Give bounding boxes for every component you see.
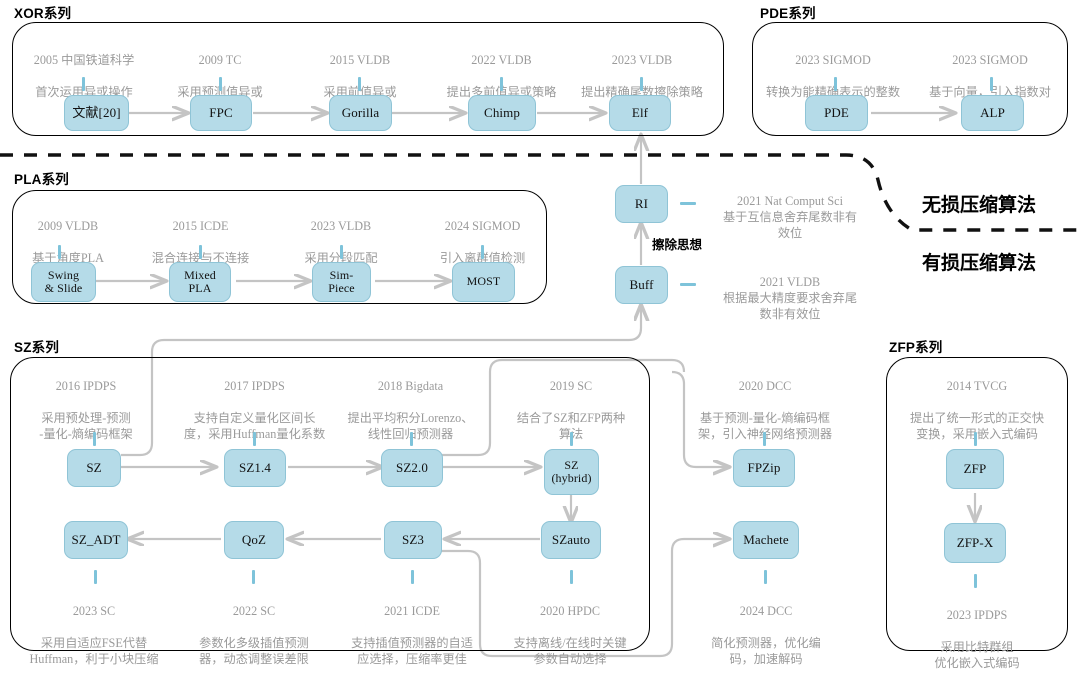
tick-xor-4 [640,77,643,91]
label-erase-idea: 擦除思想 [652,238,703,252]
node-machete[interactable]: Machete [733,521,799,559]
node-pla-2[interactable]: Sim- Piece [312,262,371,302]
tick-sz-bot-4 [764,570,767,584]
group-box-pla [12,190,547,304]
tick-xor-1 [219,77,222,91]
tick-xor-0 [82,77,85,91]
group-title-pde: PDE系列 [760,6,816,21]
node-fpzip[interactable]: FPZip [733,449,795,487]
tick-pde-0 [834,77,837,91]
node-sz3[interactable]: SZ3 [384,521,442,559]
tick-pla-1 [199,245,202,259]
node-xor-2[interactable]: Gorilla [329,95,392,131]
diagram-canvas: XOR系列 2005 中国铁道科学 首次运用异或操作 文献[20] 2009 T… [0,6,1080,670]
tick-sz-top-4 [763,432,766,446]
node-qoz[interactable]: QoZ [224,521,284,559]
caption-pde-1: 2023 SIGMOD 基于向量，引入指数对 [929,53,1051,100]
caption-sz-bot-2: 2021 ICDE 支持插值预测器的自适 应选择，压缩率更佳 [351,604,473,667]
caption-pla-0: 2009 VLDB 基于角度PLA [32,219,104,266]
group-box-pde [752,22,1068,136]
tick-pde-1 [990,77,993,91]
group-box-zfp [886,357,1068,651]
tick-sz-bot-3 [570,570,573,584]
caption-sz-top-0: 2016 IPDPS 采用预处理-预测 -量化-熵编码框架 [39,379,133,442]
node-sz20[interactable]: SZ2.0 [381,449,443,487]
node-szauto[interactable]: SZauto [541,521,601,559]
tick-pla-0 [58,245,61,259]
tick-pla-2 [340,245,343,259]
tick-sz-top-3 [570,432,573,446]
caption-xor-0: 2005 中国铁道科学 首次运用异或操作 [33,53,135,100]
caption-zfp-1: 2023 IPDPS 采用比特群组 优化嵌入式编码 [934,608,1020,671]
caption-ri: 2021 Nat Comput Sci 基于互信息舍弃尾数非有 效位 [722,194,858,241]
caption-sz-bot-1: 2022 SC 参数化多级插值预测 器，动态调整误差限 [199,604,309,667]
tick-xor-3 [500,77,503,91]
node-buff[interactable]: Buff [615,266,668,304]
group-title-pla: PLA系列 [14,172,69,187]
node-pde-0[interactable]: PDE [805,95,868,131]
group-box-xor [12,22,724,136]
caption-pde-0: 2023 SIGMOD 转换为能精确表示的整数 [765,53,901,100]
node-pla-3[interactable]: MOST [452,262,515,302]
tick-sz-top-2 [410,432,413,446]
group-title-sz: SZ系列 [14,340,60,355]
caption-sz-bot-3: 2020 HPDC 支持离线/在线时关键 参数自动选择 [513,604,627,667]
tick-ri [680,202,696,205]
tick-sz-bot-1 [252,570,255,584]
node-sz[interactable]: SZ [67,449,121,487]
caption-sz-bot-4: 2024 DCC 简化预测器，优化编 码，加速解码 [711,604,821,667]
tick-sz-top-1 [253,432,256,446]
node-xor-4[interactable]: Elf [609,95,671,131]
caption-zfp-0: 2014 TVCG 提出了统一形式的正交快 变换，采用嵌入式编码 [909,379,1045,442]
tick-pla-3 [481,245,484,259]
node-sz-hybrid[interactable]: SZ (hybrid) [544,449,599,495]
node-sz-adt[interactable]: SZ_ADT [64,521,128,559]
node-pla-0[interactable]: Swing & Slide [31,262,96,302]
group-title-xor: XOR系列 [14,6,72,21]
tick-zfp-0 [974,432,977,446]
node-sz14[interactable]: SZ1.4 [224,449,286,487]
caption-xor-4: 2023 VLDB 提出精确尾数擦除策略 [581,53,703,100]
node-ri[interactable]: RI [615,185,668,223]
tick-xor-2 [358,77,361,91]
tick-buff [680,283,696,286]
tick-sz-bot-0 [94,570,97,584]
node-xor-1[interactable]: FPC [190,95,252,131]
node-pla-1[interactable]: Mixed PLA [169,262,231,302]
tick-sz-top-0 [93,432,96,446]
tick-sz-bot-2 [411,570,414,584]
label-lossless: 无损压缩算法 [922,195,1037,216]
caption-sz-top-3: 2019 SC 结合了SZ和ZFP两种 算法 [516,379,626,441]
tick-zfp-1 [974,574,977,588]
node-pde-1[interactable]: ALP [961,95,1024,131]
caption-buff: 2021 VLDB 根据最大精度要求舍弃尾 数非有效位 [722,275,858,322]
node-zfp[interactable]: ZFP [946,449,1004,489]
node-xor-3[interactable]: Chimp [468,95,536,131]
label-lossy: 有损压缩算法 [922,253,1037,274]
node-zfp-x[interactable]: ZFP-X [944,523,1006,563]
caption-sz-bot-0: 2023 SC 采用自适应FSE代替 Huffman，利于小块压缩 [29,604,159,667]
node-xor-0[interactable]: 文献[20] [64,95,129,131]
group-title-zfp: ZFP系列 [889,340,943,355]
group-box-sz [10,357,650,651]
